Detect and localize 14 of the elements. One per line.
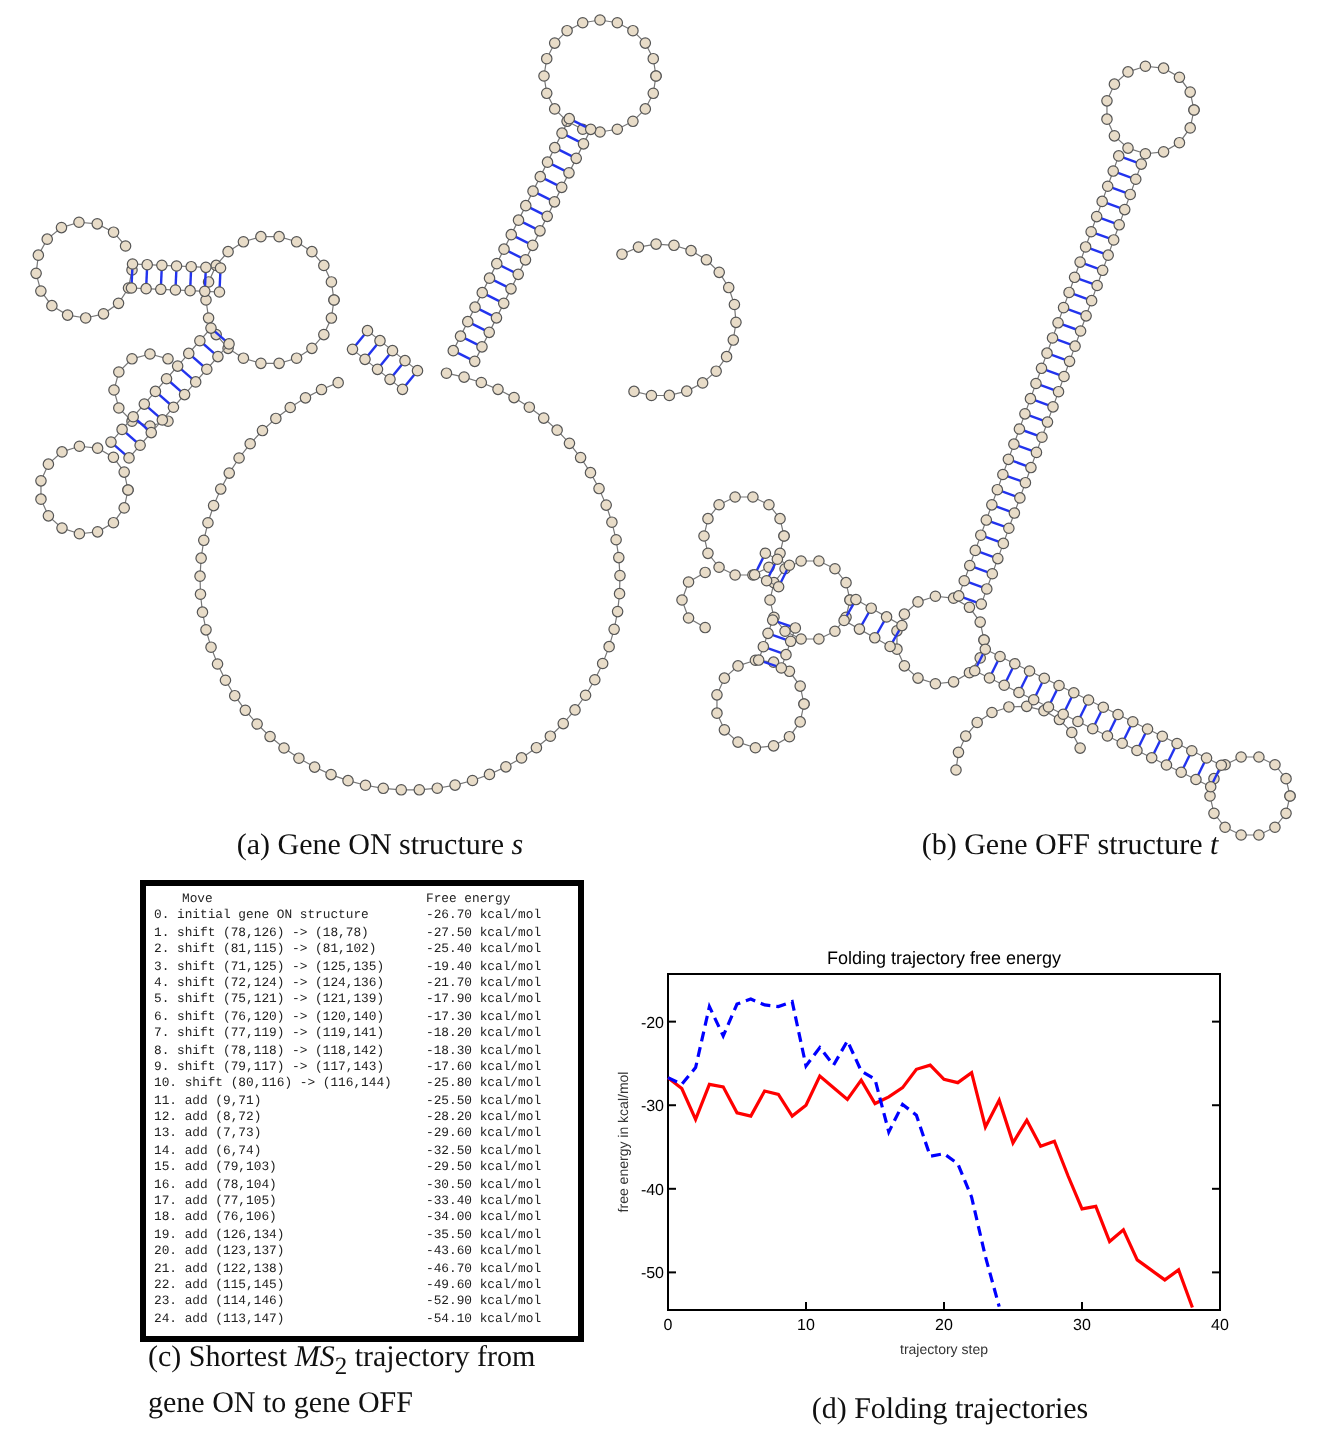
x-tick-label: 40 xyxy=(1211,1316,1229,1334)
x-tick-label: 20 xyxy=(935,1316,953,1334)
figure-caption: (b) Gene OFF structure t xyxy=(919,828,1221,866)
chart-title: Folding trajectory free energy xyxy=(826,948,1062,968)
figure-caption: (d) Folding trajectories xyxy=(809,1392,1091,1430)
x-tick-label: 10 xyxy=(797,1316,815,1334)
figure-caption: (a) Gene ON structure s xyxy=(234,828,526,866)
y-tick-label: -50 xyxy=(640,1264,664,1283)
y-tick-label: -20 xyxy=(640,1013,664,1032)
y-tick-label: -30 xyxy=(640,1097,664,1116)
figure-caption: (c) Shortest MS$_{2}$ trajectory from gene ON to gene OFF xyxy=(148,1340,538,1424)
x-tick-label: 30 xyxy=(1073,1316,1091,1334)
y-tick-label: -40 xyxy=(640,1180,664,1199)
x-tick-label: 0 xyxy=(663,1316,673,1334)
